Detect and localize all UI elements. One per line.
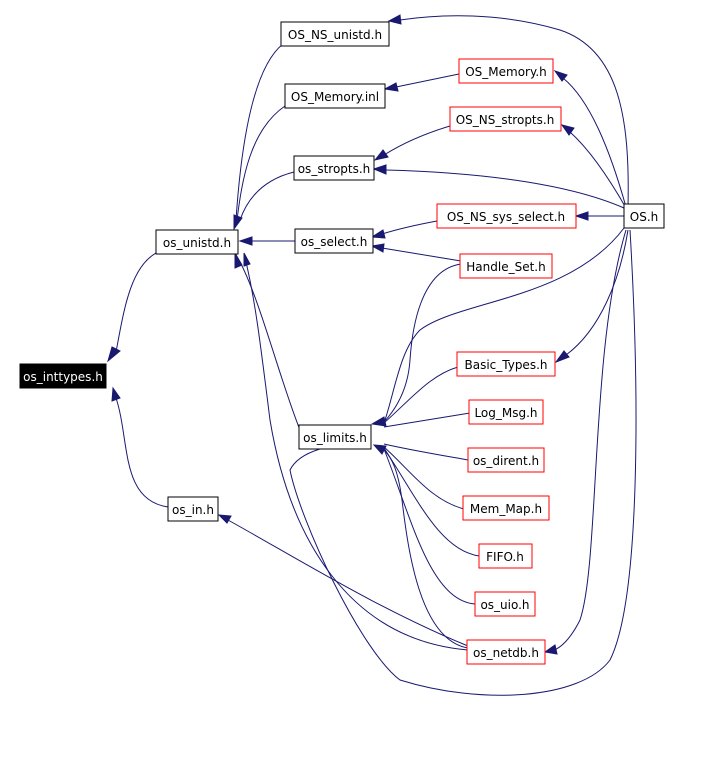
arrowhead bbox=[543, 644, 558, 655]
arrowhead bbox=[370, 229, 386, 239]
arrowhead bbox=[107, 346, 121, 363]
arrowhead bbox=[233, 214, 243, 231]
edge-os-to-os-ns-unistd bbox=[399, 15, 629, 208]
node-label: OS_Memory.inl bbox=[291, 90, 379, 104]
node-os-ns-stropts[interactable]: OS_NS_stropts.h bbox=[449, 106, 562, 132]
arrowhead bbox=[243, 252, 251, 267]
edge-fifo-to-os-limits bbox=[383, 447, 480, 557]
node-label: os_inttypes.h bbox=[23, 370, 103, 384]
edge-os-to-os-memory bbox=[562, 77, 627, 208]
arrowhead bbox=[234, 251, 243, 269]
node-label: os_limits.h bbox=[303, 431, 367, 445]
node-label: FIFO.h bbox=[486, 550, 524, 564]
arrowhead bbox=[370, 416, 387, 427]
arrowhead bbox=[372, 444, 387, 455]
node-label: Handle_Set.h bbox=[466, 260, 545, 274]
edge-basic-types-to-os-limits bbox=[383, 366, 459, 424]
edge-os-ns-stropts-to-os-stropts bbox=[383, 125, 451, 156]
node-fifo[interactable]: FIFO.h bbox=[478, 543, 533, 569]
node-os-in[interactable]: os_in.h bbox=[167, 496, 219, 522]
node-os-dirent[interactable]: os_dirent.h bbox=[467, 447, 545, 473]
arrowhead bbox=[387, 14, 402, 25]
node-label: os_dirent.h bbox=[473, 454, 539, 468]
node-os-ns-sys-select[interactable]: OS_NS_sys_select.h bbox=[436, 203, 577, 229]
arrowhead bbox=[554, 350, 570, 364]
arrowhead bbox=[217, 514, 232, 524]
node-os-ns-unistd[interactable]: OS_NS_unistd.h bbox=[280, 21, 390, 47]
node-label: OS.h bbox=[630, 210, 658, 224]
node-label: OS_NS_unistd.h bbox=[288, 28, 382, 42]
node-label: OS_NS_stropts.h bbox=[456, 113, 555, 127]
node-os-netdb[interactable]: os_netdb.h bbox=[466, 639, 546, 665]
edge-os-unistd-to-os-inttypes bbox=[115, 252, 157, 353]
arrowhead bbox=[383, 82, 399, 92]
node-label: os_netdb.h bbox=[473, 646, 539, 660]
edge-os-netdb-to-os-in bbox=[227, 519, 469, 647]
node-label: os_uio.h bbox=[480, 598, 529, 612]
edge-handle-set-to-os-select bbox=[381, 247, 462, 262]
node-os[interactable]: OS.h bbox=[623, 203, 665, 229]
edge-handle-set-to-os-limits bbox=[383, 263, 462, 423]
node-label: os_unistd.h bbox=[163, 236, 231, 250]
edge-os-in-to-os-inttypes bbox=[115, 397, 169, 508]
node-label: Log_Msg.h bbox=[474, 406, 537, 420]
arrowhead bbox=[370, 243, 385, 253]
node-label: os_select.h bbox=[301, 235, 368, 249]
node-os-stropts[interactable]: os_stropts.h bbox=[293, 155, 375, 181]
node-mem-map[interactable]: Mem_Map.h bbox=[462, 495, 550, 521]
edge-mem-map-to-os-limits bbox=[383, 446, 465, 510]
arrowhead bbox=[238, 236, 253, 246]
edge-os-to-basic-types bbox=[565, 229, 629, 356]
edge-os-limits-to-os-unistd bbox=[239, 261, 301, 431]
node-os-memory[interactable]: OS_Memory.h bbox=[458, 58, 554, 84]
edge-os-dirent-to-os-limits bbox=[383, 443, 469, 461]
arrowhead bbox=[373, 149, 389, 161]
node-os-uio[interactable]: os_uio.h bbox=[474, 591, 536, 617]
edge-os-to-os-ns-stropts bbox=[569, 131, 627, 209]
edge-os-uio-to-os-limits bbox=[383, 448, 476, 605]
edge-os-memory-to-os-memory-inl bbox=[395, 73, 460, 88]
edge-log-msg-to-os-limits bbox=[383, 412, 471, 428]
edge-os-to-os-netdb bbox=[553, 229, 627, 651]
edge-os-to-os-stropts bbox=[385, 169, 625, 209]
arrowhead bbox=[111, 386, 121, 402]
edges bbox=[107, 14, 637, 696]
arrowhead bbox=[574, 211, 589, 221]
edge-os-ns-unistd-to-os-unistd bbox=[235, 43, 284, 221]
edge-os-ns-sys-select-to-os-select bbox=[381, 220, 438, 235]
arrowhead bbox=[372, 164, 387, 175]
node-label: os_stropts.h bbox=[298, 162, 371, 176]
edge-os-to-os-limits bbox=[384, 227, 625, 421]
node-os-unistd[interactable]: os_unistd.h bbox=[155, 229, 239, 255]
edge-os-netdb-to-os-limits bbox=[383, 449, 469, 649]
node-os-select[interactable]: os_select.h bbox=[294, 228, 374, 254]
node-label: OS_NS_sys_select.h bbox=[447, 210, 565, 224]
node-label: OS_Memory.h bbox=[465, 65, 547, 79]
edge-os-to-os-limits-lower bbox=[289, 229, 637, 696]
node-label: Basic_Types.h bbox=[464, 358, 547, 372]
arrowhead bbox=[553, 70, 568, 82]
edge-os-netdb-to-os-unistd bbox=[245, 261, 469, 651]
node-label: Mem_Map.h bbox=[470, 502, 542, 516]
node-handle-set[interactable]: Handle_Set.h bbox=[459, 253, 553, 279]
nodes: os_inttypes.h os_unistd.h os_in.h OS_NS_… bbox=[19, 21, 665, 665]
arrowhead bbox=[560, 124, 575, 136]
node-basic-types[interactable]: Basic_Types.h bbox=[456, 351, 556, 377]
node-os-limits[interactable]: os_limits.h bbox=[298, 424, 372, 450]
node-log-msg[interactable]: Log_Msg.h bbox=[468, 399, 544, 425]
node-label: os_in.h bbox=[172, 503, 214, 517]
edge-os-memory-inl-to-os-unistd bbox=[236, 105, 286, 221]
node-os-memory-inl[interactable]: OS_Memory.inl bbox=[284, 83, 386, 109]
edge-os-stropts-to-os-unistd bbox=[239, 171, 295, 221]
node-os-inttypes[interactable]: os_inttypes.h bbox=[19, 363, 107, 389]
